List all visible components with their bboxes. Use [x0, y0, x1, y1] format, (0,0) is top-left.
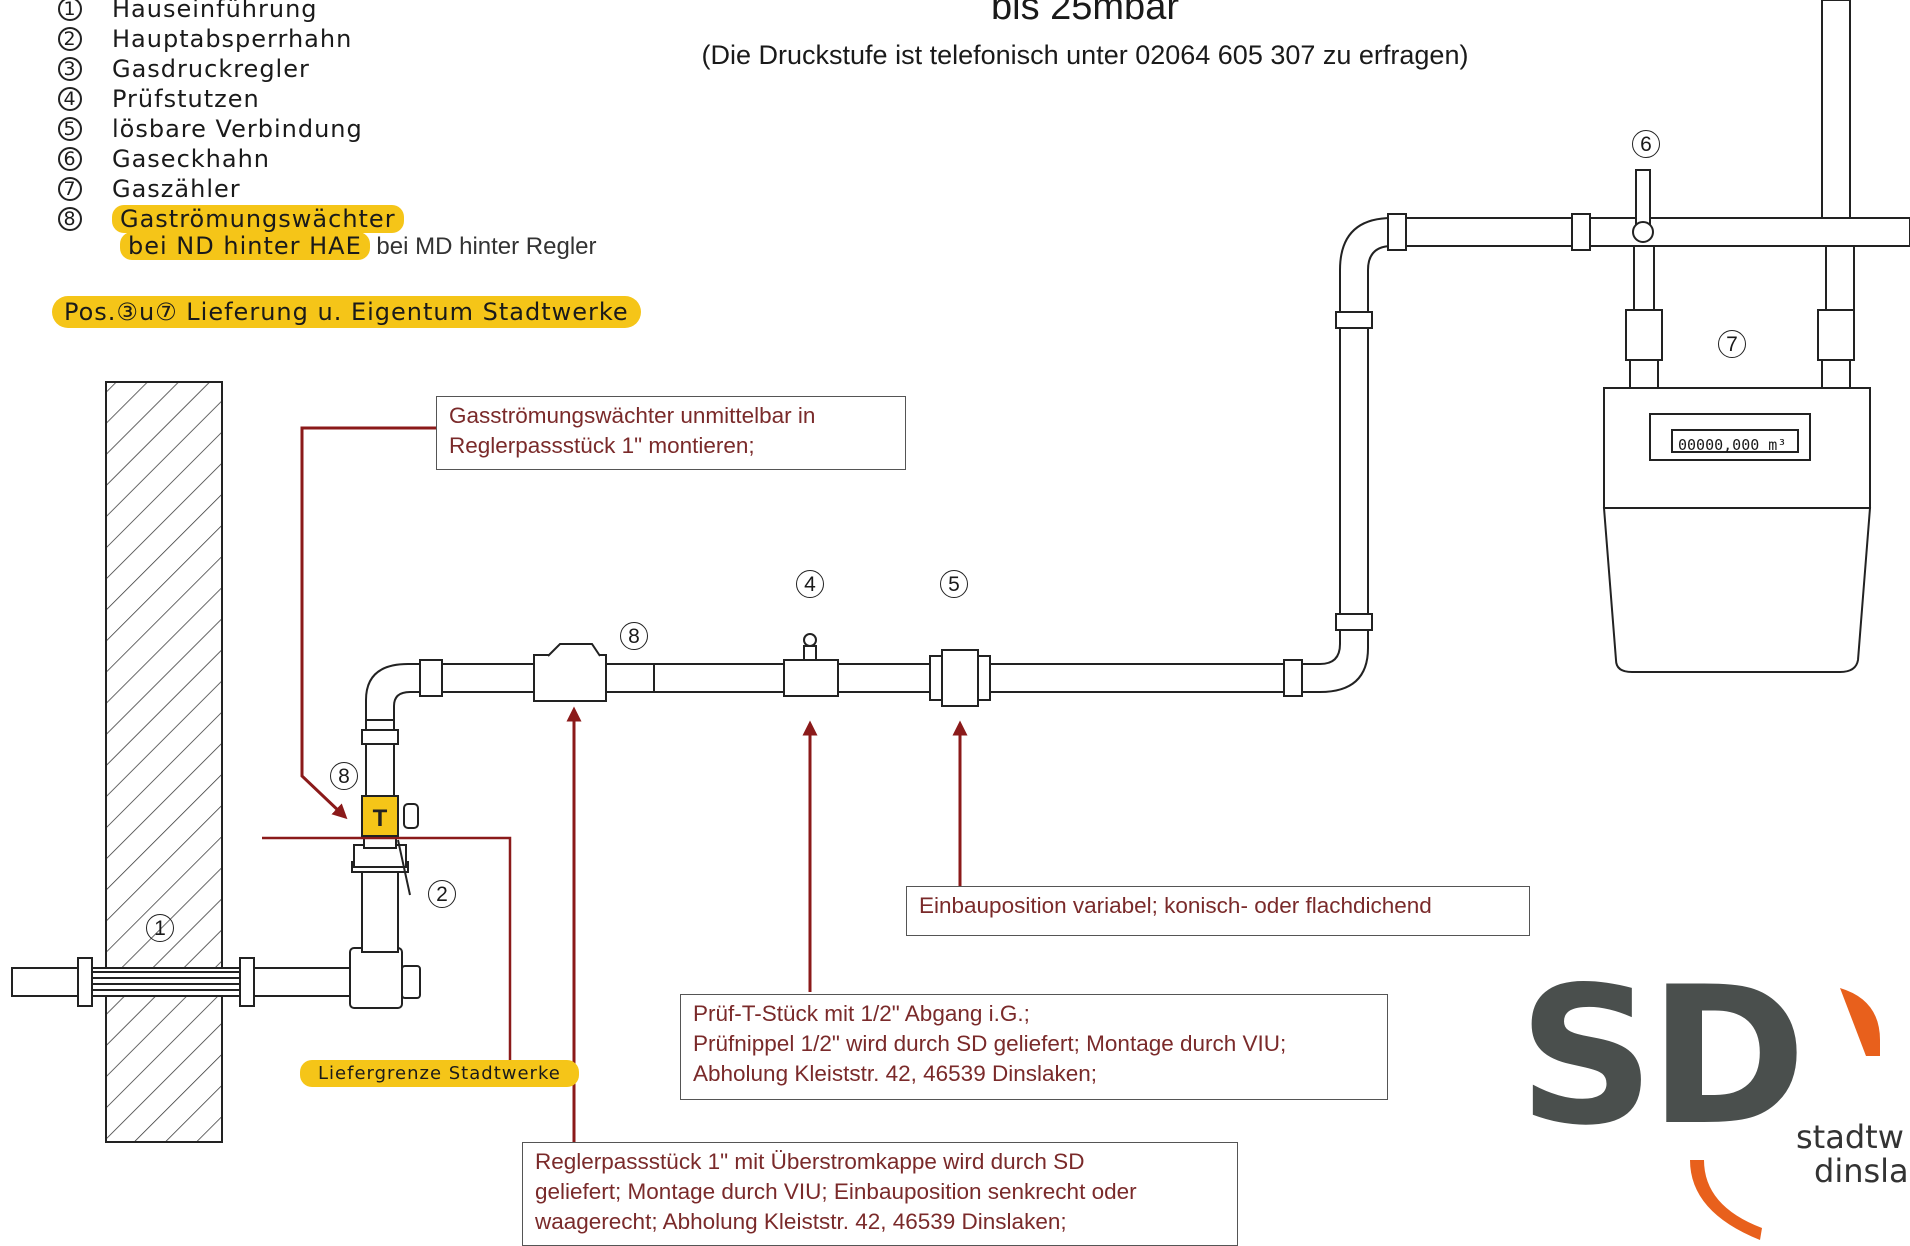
marker-union: 5 — [940, 570, 968, 598]
marker-corner-valve: 6 — [1632, 130, 1660, 158]
legend-item: 4 Prüfstutzen — [58, 84, 404, 114]
meter-reading: 00000,000 m³ — [1678, 436, 1787, 454]
meter-connections — [1625, 169, 1855, 389]
house-entry-pipe — [11, 947, 421, 1009]
callout-line: Prüf-T-Stück mit 1/2" Abgang i.G.; — [693, 1001, 1030, 1026]
legend-label: Gasdruckregler — [112, 55, 310, 83]
legend-label: Hauseinführung — [112, 0, 318, 23]
legend-number: 6 — [58, 147, 82, 171]
gas-meter — [1602, 387, 1872, 673]
callout-line: Reglerpassstück 1" mit Überstromkappe wi… — [535, 1149, 1085, 1174]
marker-flow-monitor-riser: 8 — [330, 762, 358, 790]
sd-logo — [1690, 988, 1880, 1240]
legend-label: Gaströmungswächter — [112, 205, 404, 233]
legend-item: 7 Gaszähler — [58, 174, 404, 204]
marker-gas-meter: 7 — [1718, 330, 1746, 358]
legend-label: Hauptabsperrhahn — [112, 25, 353, 53]
riser-pipe — [361, 659, 443, 797]
callout-line: waagerecht; Abholung Kleiststr. 42, 4653… — [535, 1209, 1067, 1234]
delivery-boundary-line — [262, 836, 512, 1062]
legend-note-plain: bei MD hinter Regler — [369, 233, 597, 260]
legend-number: 3 — [58, 57, 82, 81]
legend-number: 4 — [58, 87, 82, 111]
logo-line-2: dinsla — [1814, 1152, 1909, 1190]
marker-main-shutoff: 2 — [428, 880, 456, 908]
legend-label: Gaseckhahn — [112, 145, 271, 173]
legend-item: 2 Hauptabsperrhahn — [58, 24, 404, 54]
callout-line: Einbauposition variabel; konisch- oder f… — [919, 893, 1432, 918]
legend-number: 7 — [58, 177, 82, 201]
legend-label: Gaszähler — [112, 175, 241, 203]
callout-line: geliefert; Montage durch VIU; Einbauposi… — [535, 1179, 1137, 1204]
callout-test-tee: Prüf-T-Stück mit 1/2" Abgang i.G.; Prüfn… — [680, 994, 1388, 1100]
callout-union-position: Einbauposition variabel; konisch- oder f… — [906, 886, 1530, 936]
marker-test-port: 4 — [796, 570, 824, 598]
legend-note: bei ND hinter HAE bei MD hinter Regler — [120, 232, 597, 261]
marker-flow-monitor-top: 8 — [620, 622, 648, 650]
logo-line-1: stadtw — [1796, 1118, 1904, 1156]
legend: 1 Hauseinführung 2 Hauptabsperrhahn 3 Ga… — [58, 0, 404, 234]
callout-arrows — [300, 426, 968, 1162]
logo-mark: SD — [1518, 946, 1807, 1167]
legend-number: 5 — [58, 117, 82, 141]
diagram-title: bis 25mbar — [991, 0, 1179, 28]
legend-label: Prüfstutzen — [112, 85, 260, 113]
flow-monitor-letter: T — [373, 805, 388, 832]
callout-line: Gasströmungswächter unmittelbar in — [449, 403, 816, 428]
main-horizontal-pipe — [441, 0, 1910, 707]
legend-item: 5 lösbare Verbindung — [58, 114, 404, 144]
ownership-note: Pos.③u⑦ Lieferung u. Eigentum Stadtwerke — [52, 296, 641, 328]
legend-number: 8 — [58, 207, 82, 231]
legend-number: 2 — [58, 27, 82, 51]
diagram-subtitle: (Die Druckstufe ist telefonisch unter 02… — [701, 40, 1469, 70]
delivery-boundary-label: Liefergrenze Stadtwerke — [300, 1060, 579, 1087]
callout-line: Prüfnippel 1/2" wird durch SD geliefert;… — [693, 1031, 1287, 1056]
legend-item: 1 Hauseinführung — [58, 0, 404, 24]
legend-item: 3 Gasdruckregler — [58, 54, 404, 84]
legend-item: 8 Gaströmungswächter — [58, 204, 404, 234]
legend-note-highlight: bei ND hinter HAE — [120, 232, 370, 260]
callout-regulator-piece: Reglerpassstück 1" mit Überstromkappe wi… — [522, 1142, 1238, 1246]
marker-house-entry: 1 — [146, 914, 174, 942]
legend-item: 6 Gaseckhahn — [58, 144, 404, 174]
callout-line: Abholung Kleiststr. 42, 46539 Dinslaken; — [693, 1061, 1098, 1086]
callout-flow-monitor: Gasströmungswächter unmittelbar in Regle… — [436, 396, 906, 470]
legend-number: 1 — [58, 0, 82, 21]
callout-line: Reglerpassstück 1" montieren; — [449, 433, 755, 458]
house-wall — [105, 381, 223, 1143]
legend-label: lösbare Verbindung — [112, 115, 363, 143]
